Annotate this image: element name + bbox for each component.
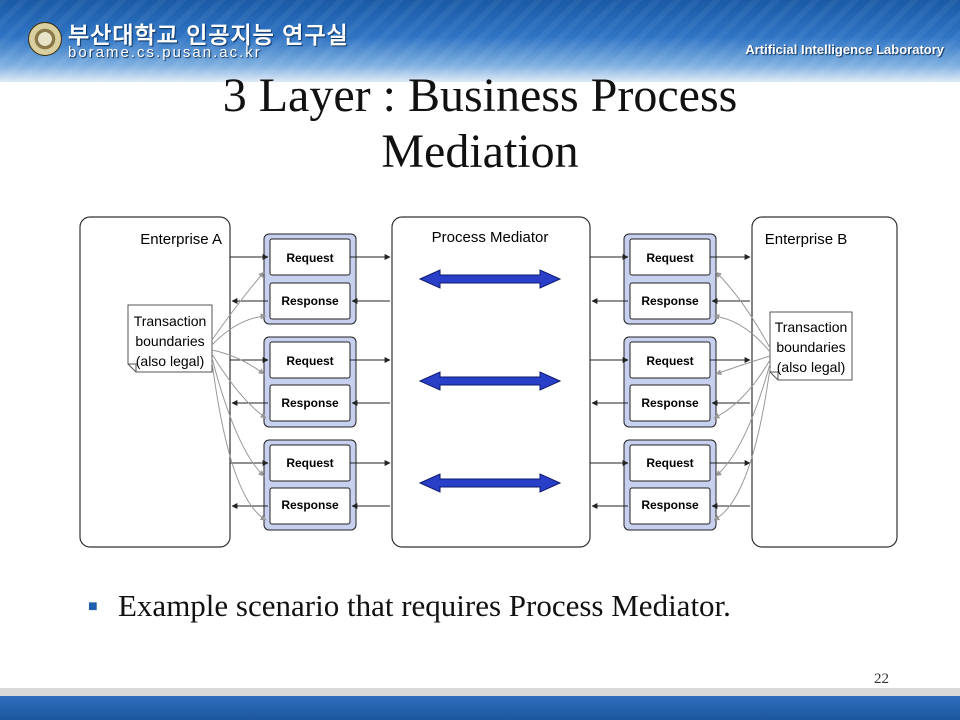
response-box bbox=[269, 282, 351, 320]
left-message-group-2: Request Response bbox=[263, 336, 357, 428]
request-label: Request bbox=[646, 456, 693, 470]
slide-title-line1: 3 Layer : Business Process bbox=[222, 69, 738, 122]
bullet-text: Example scenario that requires Process M… bbox=[118, 588, 731, 623]
request-label: Request bbox=[286, 354, 333, 368]
note-line3: (also legal) bbox=[136, 353, 204, 369]
note-line2: boundaries bbox=[135, 333, 204, 349]
response-box bbox=[629, 384, 711, 422]
response-label: Response bbox=[641, 294, 699, 308]
process-mediator-label: Process Mediator bbox=[432, 229, 549, 246]
lab-name: Artificial Intelligence Laboratory bbox=[745, 42, 944, 57]
note-line1: Transaction bbox=[134, 313, 207, 329]
response-box bbox=[269, 384, 351, 422]
mediator-double-arrows bbox=[418, 269, 562, 493]
response-box bbox=[629, 487, 711, 525]
request-label: Request bbox=[646, 251, 693, 265]
request-label: Request bbox=[646, 354, 693, 368]
university-seal-icon bbox=[28, 22, 62, 56]
left-message-group-3: Request Response bbox=[263, 439, 357, 531]
left-message-group-1: Request Response bbox=[263, 233, 357, 325]
response-label: Response bbox=[281, 396, 339, 410]
note-line1: Transaction bbox=[775, 319, 848, 335]
enterprise-b-box bbox=[751, 216, 898, 548]
page-number: 22 bbox=[874, 671, 889, 687]
right-message-group-2: Request Response bbox=[623, 336, 717, 428]
note-line2: boundaries bbox=[776, 339, 845, 355]
response-label: Response bbox=[641, 396, 699, 410]
double-arrow-2 bbox=[418, 371, 562, 391]
bullet-marker-icon: ■ bbox=[88, 598, 98, 615]
right-message-arrows bbox=[590, 254, 751, 509]
response-label: Response bbox=[641, 498, 699, 512]
slide-title: 3 Layer : Business Process Mediation bbox=[0, 68, 960, 180]
right-message-group-1: Request Response bbox=[623, 233, 717, 325]
left-message-arrows bbox=[230, 254, 391, 509]
university-url: borame.cs.pusan.ac.kr bbox=[68, 44, 262, 61]
enterprise-b-label: Enterprise B bbox=[765, 231, 848, 248]
response-label: Response bbox=[281, 294, 339, 308]
transaction-note-right: Transaction boundaries (also legal) bbox=[769, 311, 853, 381]
double-arrow-1 bbox=[418, 269, 562, 289]
note-connectors-right bbox=[713, 271, 771, 521]
slide-title-line2: Mediation bbox=[381, 125, 579, 178]
double-arrow-3 bbox=[418, 473, 562, 493]
response-label: Response bbox=[281, 498, 339, 512]
request-label: Request bbox=[286, 251, 333, 265]
right-message-group-3: Request Response bbox=[623, 439, 717, 531]
footer-bar bbox=[0, 696, 960, 720]
footer-divider bbox=[0, 688, 960, 696]
university-name: 부산대학교 인공지능 연구실 bbox=[68, 22, 349, 48]
enterprise-a-label: Enterprise A bbox=[140, 231, 222, 248]
header-banner: 부산대학교 인공지능 연구실 borame.cs.pusan.ac.kr Art… bbox=[0, 0, 960, 82]
note-connectors-left bbox=[211, 271, 267, 521]
response-box bbox=[629, 282, 711, 320]
response-box bbox=[269, 487, 351, 525]
header-pattern bbox=[0, 0, 960, 82]
request-label: Request bbox=[286, 456, 333, 470]
enterprise-a-box bbox=[79, 216, 231, 548]
transaction-note-left: Transaction boundaries (also legal) bbox=[127, 304, 213, 373]
note-line3: (also legal) bbox=[777, 359, 845, 375]
